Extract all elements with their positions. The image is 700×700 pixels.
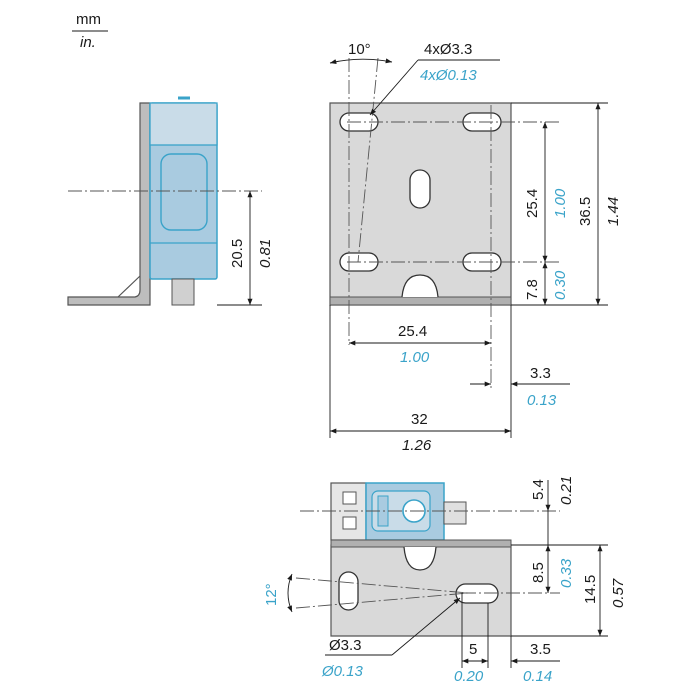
dim-top-depth (511, 544, 608, 637)
dim-front-holes-in: 4xØ0.13 (420, 67, 477, 84)
dim-front-height-mm: 36.5 (577, 197, 594, 226)
dim-top-hole-mm: Ø3.3 (329, 637, 362, 654)
front-flange (329, 296, 512, 306)
side-sensor-top (149, 102, 218, 146)
dim-front-bottom-offset (511, 262, 560, 306)
front-view: 10° 4xØ3.3 4xØ0.13 25.4 1.00 7.8 0.30 36… (329, 41, 622, 454)
dim-front-height (511, 102, 608, 306)
dim-top-slot-offset-in: 0.33 (558, 558, 575, 588)
side-connector (171, 278, 195, 306)
dim-top-edge-in: 0.14 (523, 668, 552, 685)
dim-top-edge-mm: 3.5 (530, 641, 551, 658)
dim-top-angle (287, 573, 293, 613)
top-angle-line-b (295, 592, 469, 609)
dim-front-holes-mm: 4xØ3.3 (424, 41, 472, 58)
dim-top-offset (511, 480, 560, 546)
dim-front-height-in: 1.44 (605, 197, 622, 226)
dim-side-height (217, 191, 262, 306)
top-angle-line-a (295, 577, 469, 594)
dim-top-slot-offset-mm: 8.5 (530, 562, 547, 583)
top-sensor-port-a (342, 491, 357, 505)
dim-front-bottom-offset-in: 0.30 (552, 270, 569, 300)
side-view: 20.5 0.81 (67, 96, 274, 306)
dim-front-horiz-spacing-in: 1.00 (400, 349, 430, 366)
dim-front-width-mm: 32 (411, 411, 428, 428)
side-bracket-bend (117, 275, 141, 298)
dim-front-angle (329, 58, 393, 65)
front-angle-line (357, 57, 379, 263)
dim-front-holes-leader (369, 59, 500, 116)
dim-top-angle-mm: 12° (263, 583, 280, 606)
dim-front-angle-mm: 10° (348, 41, 371, 58)
dim-top-slot-len-mm: 5 (469, 641, 477, 658)
top-slot-right (455, 583, 499, 604)
dim-front-edge-offset (470, 305, 570, 390)
dim-front-width (329, 305, 512, 438)
dim-front-vert-spacing-mm: 25.4 (524, 189, 541, 218)
side-bracket (67, 102, 151, 306)
units-legend: mm in. (72, 11, 108, 51)
dim-top-depth-mm: 14.5 (582, 575, 599, 604)
front-center-slot (409, 169, 431, 209)
dim-front-bottom-offset-mm: 7.8 (524, 279, 541, 300)
dim-front-horiz-spacing-mm: 25.4 (398, 323, 427, 340)
top-bracket-edge (330, 539, 512, 548)
dim-front-vert-spacing-in: 1.00 (552, 188, 569, 218)
side-sensor-lens (160, 153, 208, 231)
top-slot-left (338, 571, 359, 611)
top-notch (403, 546, 437, 571)
dim-front-width-in: 1.26 (402, 437, 432, 454)
unit-mm-label: mm (76, 11, 101, 28)
top-view: 12° 5.4 0.21 8.5 0.33 14.5 0.57 Ø3.3 Ø0.… (263, 476, 627, 685)
top-sensor-port-b (342, 516, 357, 530)
dim-side-height-mm: 20.5 (229, 239, 246, 268)
dim-top-hole-in: Ø0.13 (321, 663, 364, 680)
dim-top-depth-in: 0.57 (610, 578, 627, 608)
dim-front-edge-offset-mm: 3.3 (530, 365, 551, 382)
dim-side-height-in: 0.81 (257, 239, 274, 268)
dim-top-hole-leader (325, 597, 461, 656)
dim-top-offset-mm: 5.4 (530, 479, 547, 500)
dim-front-edge-offset-in: 0.13 (527, 392, 557, 409)
dim-top-slot-len-in: 0.20 (454, 668, 484, 685)
unit-inch-label: in. (80, 34, 96, 51)
front-notch (401, 274, 439, 298)
top-connector (443, 501, 467, 525)
dim-top-offset-in: 0.21 (558, 476, 575, 505)
dim-top-slot-length (461, 593, 560, 668)
